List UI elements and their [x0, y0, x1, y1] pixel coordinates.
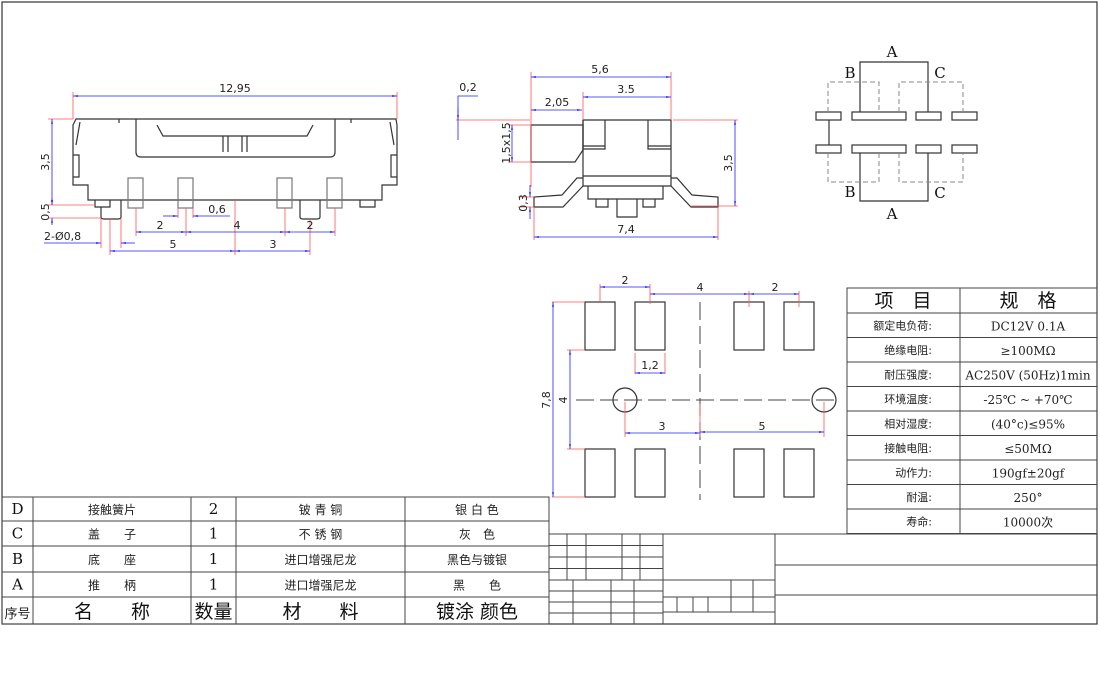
label-c-bottom: C	[934, 184, 945, 202]
bom-table: D 接触簧片 2 铍 青 铜 银 白 色 C 盖 子 1 不 锈 钢 灰 色 B 底 座 1 进口增强尼龙…	[1, 496, 550, 625]
bom-finish: 黑色与镀银	[447, 553, 507, 567]
spec-value: ≤50MΩ	[1004, 442, 1052, 456]
fp-hole-left: 3	[659, 420, 666, 433]
dim-pin-width: 0,6	[208, 203, 226, 216]
fp-hole-right: 5	[759, 420, 766, 433]
spec-value: (40°c)≤95%	[991, 417, 1065, 431]
bom-material-header: 材 料	[282, 601, 358, 623]
fp-pad-width: 1,2	[641, 359, 659, 372]
bom-index-header: 序号	[4, 607, 30, 622]
pcb-footprint: 2 4 2 1,2 7,8 4 3 5	[540, 274, 837, 500]
bom-material: 进口增强尼龙	[284, 553, 356, 567]
title-block	[548, 533, 1097, 624]
dim-peg-left: 5	[170, 238, 177, 251]
dim-span: 7,4	[617, 223, 635, 236]
spec-label: 动作力:	[895, 466, 932, 479]
bom-material: 不 锈 钢	[299, 528, 343, 542]
bom-material: 进口增强尼龙	[284, 579, 356, 593]
label-b-top: B	[844, 64, 855, 82]
spec-label: 耐温:	[906, 491, 932, 504]
spec-header-item: 项 目	[874, 290, 931, 312]
bom-finish: 黑 色	[453, 579, 501, 593]
spec-value: 10000次	[1003, 515, 1053, 529]
circuit-schematic: A B C B C A	[815, 43, 978, 223]
bom-qty: 1	[209, 525, 219, 543]
bom-index: B	[12, 550, 23, 568]
spec-value: AC250V (50Hz)1min	[964, 368, 1091, 382]
spec-value: 190gf±20gf	[992, 466, 1066, 480]
fp-pitch-right: 2	[772, 281, 779, 294]
dim-pin-offset: 0,5	[39, 203, 52, 221]
bom-qty: 1	[209, 576, 219, 594]
dim-width: 12,95	[219, 82, 251, 95]
label-a-top: A	[886, 43, 898, 61]
spec-label: 环境温度:	[884, 392, 932, 406]
bom-finish: 银 白 色	[455, 502, 499, 517]
bom-qty: 2	[209, 500, 219, 518]
bom-finish: 灰 色	[459, 528, 495, 542]
fp-pitch-left: 2	[622, 274, 629, 287]
spec-value: 250°	[1014, 491, 1043, 505]
spec-label: 额定电负荷:	[873, 318, 932, 332]
dim-pitch-right: 2	[307, 219, 314, 232]
fp-row-gap: 4	[557, 397, 570, 404]
dim-peg-right: 3	[270, 238, 277, 251]
dim-height: 3,5	[39, 153, 52, 171]
dim-pitch-left: 2	[157, 219, 164, 232]
dim-pin-dia: 2-Ø0,8	[44, 230, 81, 243]
fp-total-height: 7,8	[540, 391, 553, 409]
spec-label: 接触电阻:	[884, 441, 932, 455]
dim-leg: 0,3	[517, 194, 530, 212]
bom-name: 底 座	[88, 552, 136, 567]
bom-material: 铍 青 铜	[299, 502, 343, 517]
bom-name: 盖 子	[88, 528, 136, 542]
dim-body: 3.5	[617, 83, 635, 96]
bom-name-header: 名 称	[74, 601, 150, 623]
dim-total: 5,6	[591, 63, 609, 76]
spec-header-spec: 规 格	[999, 290, 1056, 312]
label-c-top: C	[934, 64, 945, 82]
dim-side-height: 3,5	[722, 154, 735, 172]
label-b-bottom: B	[844, 183, 855, 201]
dim-actuator-size: 1,5x1,5	[500, 122, 513, 164]
dim-actuator: 2,05	[545, 96, 570, 109]
spec-value: DC12V 0.1A	[991, 319, 1066, 333]
label-a-bottom: A	[886, 205, 898, 223]
bom-name: 接触簧片	[88, 502, 136, 517]
bom-index: A	[11, 576, 23, 594]
fp-pitch-mid: 4	[697, 281, 704, 294]
bom-index: C	[12, 525, 23, 543]
spec-value: -25℃ ~ +70℃	[983, 393, 1072, 407]
dim-gap: 0,2	[459, 81, 477, 94]
bom-name: 推 柄	[88, 579, 136, 593]
spec-label: 相对湿度:	[884, 416, 932, 430]
dim-pitch-mid: 4	[234, 219, 241, 232]
bom-qty-header: 数量	[194, 601, 232, 623]
front-view: 12,95 3,5 0,5 2-Ø0,8 0,6 2 4 2 5 3	[39, 82, 398, 255]
side-view: 5,6 3.5 2,05 0,2 1,5x1,5 3,5 0,3 7,4	[456, 63, 738, 240]
bom-index: D	[11, 500, 23, 518]
bom-finish-header: 镀涂 颜色	[436, 601, 518, 623]
spec-value: ≥100MΩ	[1000, 344, 1055, 358]
bom-qty: 1	[209, 550, 219, 568]
spec-label: 绝缘电阻:	[884, 343, 932, 357]
spec-label: 寿命:	[906, 514, 932, 528]
spec-label: 耐压强度:	[884, 367, 932, 381]
